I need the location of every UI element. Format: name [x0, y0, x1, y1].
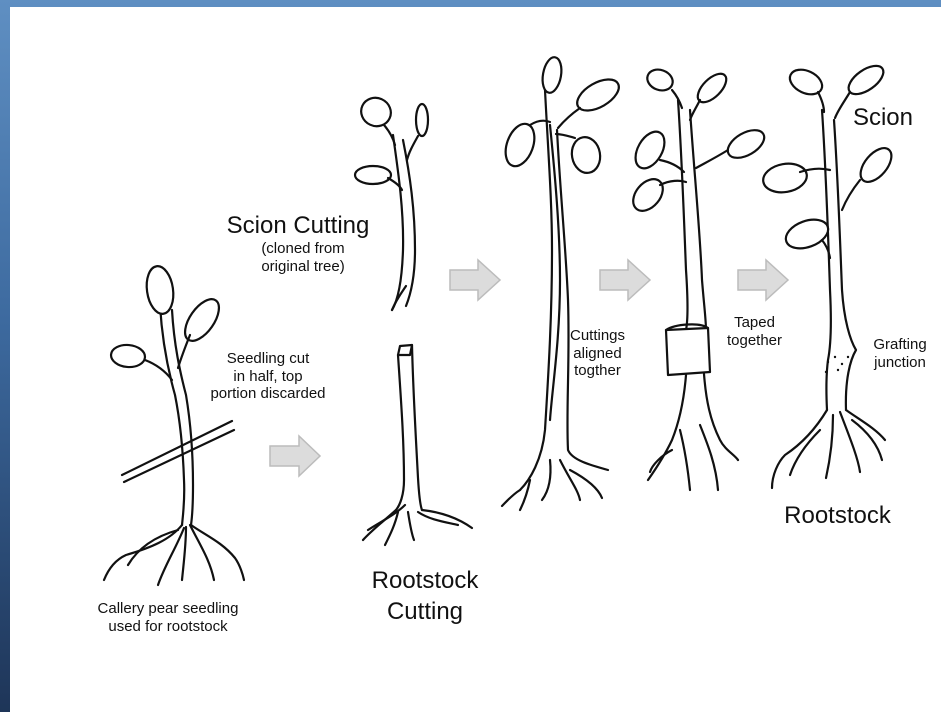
scion-title: Scion: [848, 104, 918, 132]
scion-cloned-line2: original tree): [238, 258, 368, 276]
step-arrow-4: [738, 260, 788, 300]
seedling-caption-line2: used for rootstock: [58, 618, 278, 636]
rootstock-cutting-line1: Rootstock: [345, 565, 505, 596]
seedling-caption: Callery pear seedling used for rootstock: [58, 600, 278, 635]
step-arrow-3: [600, 260, 650, 300]
taped-note: Taped together: [712, 314, 797, 349]
seedling-cut-line2: in half, top: [193, 368, 343, 386]
grafting-junction-note: Grafting junction: [860, 336, 940, 371]
step-arrow-2: [450, 260, 500, 300]
rootstock-cutting-title: Rootstock Cutting: [345, 565, 505, 627]
aligned-line1: Cuttings: [555, 327, 640, 345]
scion-cloned-line1: (cloned from: [238, 240, 368, 258]
seedling-cut-note: Seedling cut in half, top portion discar…: [193, 350, 343, 403]
step-arrow-1: [270, 436, 320, 476]
seedling-cut-line3: portion discarded: [193, 385, 343, 403]
aligned-line3: togther: [555, 362, 640, 380]
aligned-note: Cuttings aligned togther: [555, 327, 640, 380]
scion-cutting-drawing: [355, 93, 428, 310]
seedling-drawing: [104, 264, 244, 585]
taped-line2: together: [712, 332, 797, 350]
grafting-line2: junction: [860, 354, 940, 372]
rootstock-cutting-drawing: [363, 345, 472, 545]
seedling-caption-line1: Callery pear seedling: [58, 600, 278, 618]
grafting-line1: Grafting: [860, 336, 940, 354]
rootstock-title: Rootstock: [765, 502, 910, 530]
scion-cutting-title: Scion Cutting: [198, 212, 398, 240]
aligned-line2: aligned: [555, 345, 640, 363]
seedling-cut-line1: Seedling cut: [193, 350, 343, 368]
rootstock-cutting-line2: Cutting: [345, 596, 505, 627]
taped-line1: Taped: [712, 314, 797, 332]
scion-cloned-note: (cloned from original tree): [238, 240, 368, 275]
